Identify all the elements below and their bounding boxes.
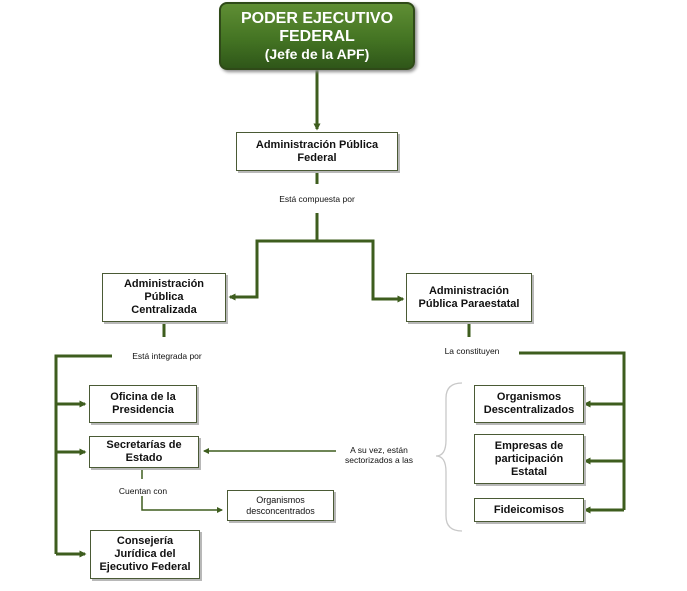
oficina-presidencia-box: Oficina de la Presidencia [89, 385, 197, 423]
secretarias-estado-box: Secretarías de Estado [89, 436, 199, 468]
desconcentrados-box: Organismos desconcentrados [227, 490, 334, 521]
connector-right-bracket [519, 351, 626, 510]
connector-left-bracket [54, 354, 112, 554]
connector-to-paraestatal [317, 239, 405, 303]
connector-to-desconcentrados [141, 496, 223, 513]
poder-ejecutivo-title: PODER EJECUTIVO FEDERAL [240, 9, 394, 45]
label-cuentan: Cuentan con [118, 486, 168, 496]
connector-to-centralizada [228, 239, 317, 301]
label-sectorizados: A su vez, están sectorizados a las [344, 445, 414, 465]
poder-ejecutivo-subtitle: (Jefe de la APF) [264, 45, 370, 62]
label-constituyen: La constituyen [444, 346, 500, 356]
poder-ejecutivo-box: PODER EJECUTIVO FEDERAL (Jefe de la APF) [219, 2, 415, 70]
consejeria-juridica-box: Consejería Jurídica del Ejecutivo Federa… [90, 530, 200, 579]
apf-box: Administración Pública Federal [236, 132, 398, 171]
curly-brace [435, 382, 463, 532]
fideicomisos-box: Fideicomisos [474, 498, 584, 522]
centralizada-box: Administración Pública Centralizada [102, 273, 226, 322]
paraestatal-box: Administración Pública Paraestatal [406, 273, 532, 322]
label-integrada: Está integrada por [132, 351, 202, 361]
label-compuesta: Está compuesta por [279, 194, 355, 204]
organismos-descentralizados-box: Organismos Descentralizados [474, 385, 584, 423]
empresas-participacion-box: Empresas de participación Estatal [474, 434, 584, 484]
